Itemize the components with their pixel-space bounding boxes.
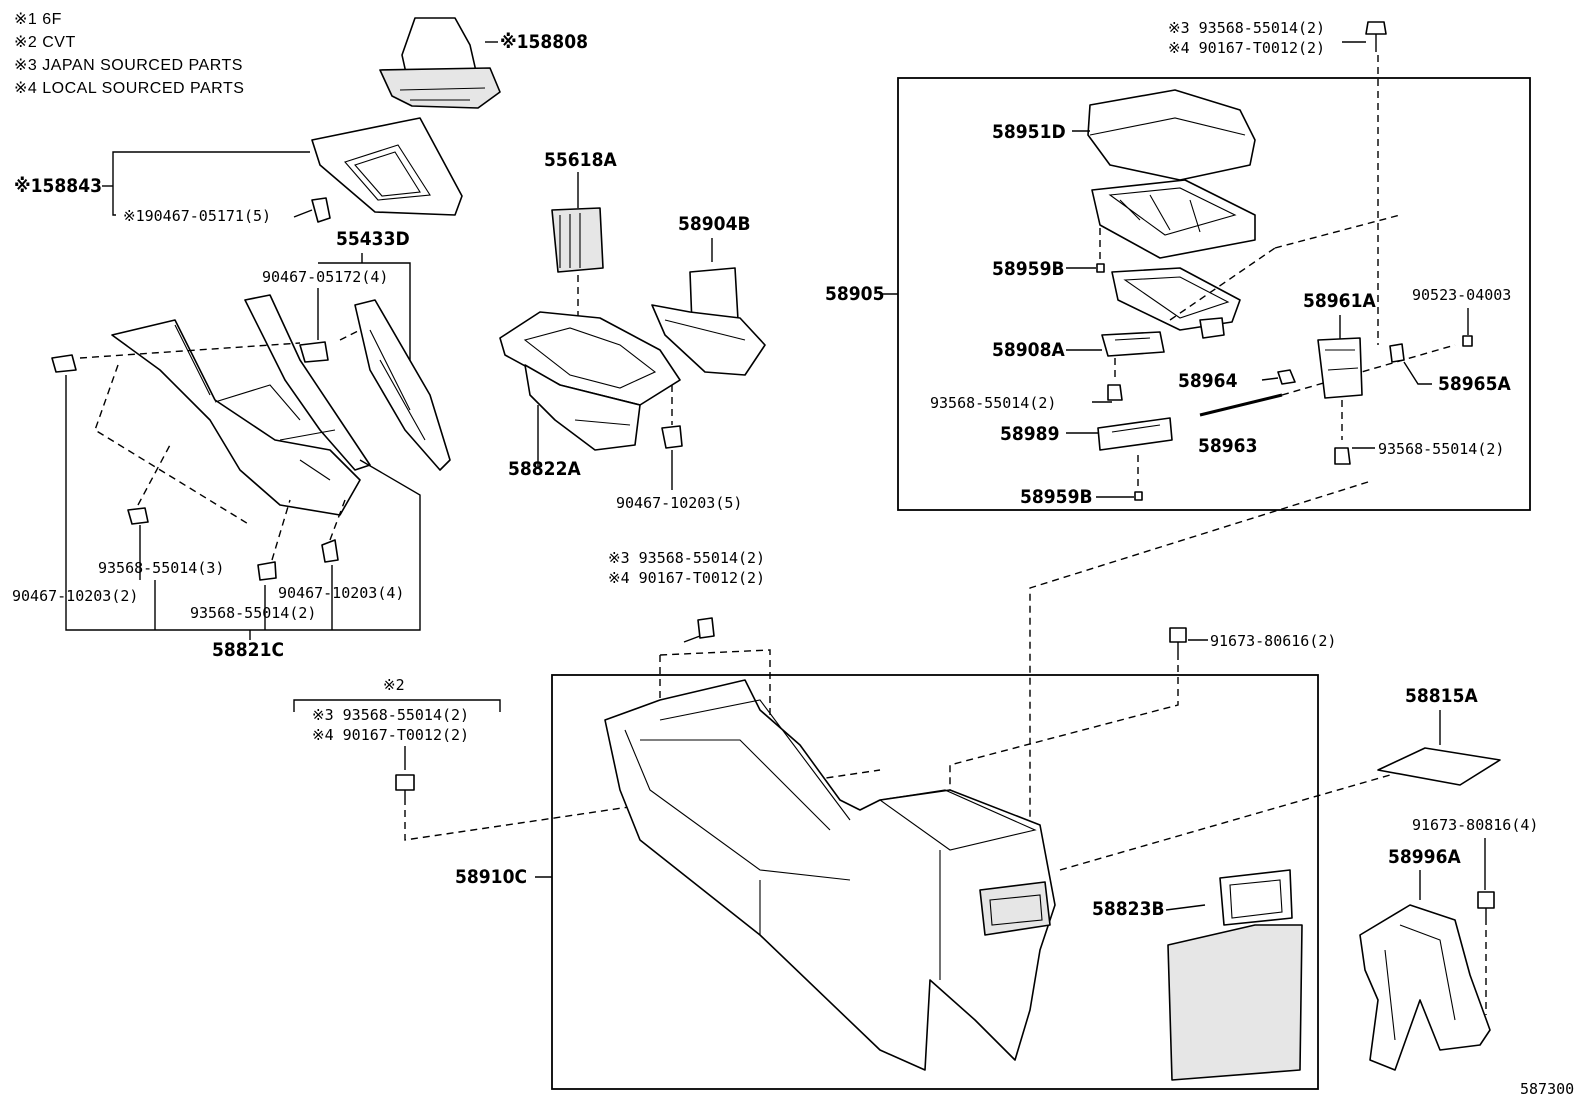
label-58963: 58963 bbox=[1198, 435, 1257, 457]
shift-panel-part bbox=[311, 117, 463, 223]
label-58843: ※158843 bbox=[14, 175, 102, 197]
bezel-part bbox=[651, 267, 766, 376]
tray-part bbox=[1111, 267, 1241, 339]
note-3: ※3 JAPAN SOURCED PARTS bbox=[14, 57, 243, 74]
label-93568-55014-3: 93568-55014(3) bbox=[98, 559, 224, 577]
console-box bbox=[551, 674, 1319, 1090]
label-58910C: 58910C bbox=[455, 866, 527, 888]
note-4: ※4 LOCAL SOURCED PARTS bbox=[14, 80, 244, 97]
label-58822A: 58822A bbox=[508, 458, 581, 480]
label-58989: 58989 bbox=[1000, 423, 1059, 445]
label-93568-55014-2-left: 93568-55014(2) bbox=[190, 604, 316, 622]
lock-part bbox=[1101, 331, 1165, 357]
armrest-base-part bbox=[1091, 179, 1256, 259]
notes-block: ※1 6F ※2 CVT ※3 JAPAN SOURCED PARTS ※4 L… bbox=[14, 11, 244, 97]
label-90467-05171: ※190467-05171(5) bbox=[123, 207, 271, 225]
label-top-local: ※4 90167-T0012(2) bbox=[1168, 39, 1325, 57]
label-58815A: 58815A bbox=[1405, 685, 1478, 707]
label-55433D: 55433D bbox=[336, 228, 410, 250]
bracket-part bbox=[1317, 337, 1363, 399]
label-58965A: 58965A bbox=[1438, 373, 1511, 395]
label-90467-05172: 90467-05172(4) bbox=[262, 268, 388, 286]
console-trim-part bbox=[51, 294, 451, 581]
note-2: ※2 CVT bbox=[14, 34, 76, 51]
label-90467-10203-4: 90467-10203(4) bbox=[278, 584, 404, 602]
label-55618A: 55618A bbox=[544, 149, 617, 171]
label-58961A: 58961A bbox=[1303, 290, 1376, 312]
label-93568-55014-right: 93568-55014(2) bbox=[1378, 440, 1504, 458]
label-mid-local: ※4 90167-T0012(2) bbox=[608, 569, 765, 587]
label-58959B-2: 58959B bbox=[1020, 486, 1093, 508]
divider-part bbox=[551, 207, 604, 273]
stay-bracket-part bbox=[1359, 904, 1491, 1071]
label-90467-10203-5: 90467-10203(5) bbox=[616, 494, 742, 512]
label-cvt-local: ※4 90167-T0012(2) bbox=[312, 726, 469, 744]
cup-holder-part bbox=[499, 311, 681, 451]
label-cvt-japan: ※3 93568-55014(2) bbox=[312, 706, 469, 724]
label-90467-10203-2: 90467-10203(2) bbox=[12, 587, 138, 605]
console-body-part bbox=[604, 679, 1056, 1071]
note-1: ※1 6F bbox=[14, 11, 62, 28]
label-58821C: 58821C bbox=[212, 639, 284, 661]
rear-panel-part bbox=[1167, 869, 1303, 1081]
shift-boot-part bbox=[379, 17, 501, 109]
label-91673-80616: 91673-80616(2) bbox=[1210, 632, 1336, 650]
label-58904B: 58904B bbox=[678, 213, 751, 235]
label-mid-japan: ※3 93568-55014(2) bbox=[608, 549, 765, 567]
label-58964: 58964 bbox=[1178, 370, 1238, 392]
label-cvt: ※2 bbox=[383, 676, 405, 694]
label-58823B: 58823B bbox=[1092, 898, 1165, 920]
label-91673-80816: 91673-80816(4) bbox=[1412, 816, 1538, 834]
mat-part bbox=[1377, 747, 1501, 786]
label-58951D: 58951D bbox=[992, 121, 1066, 143]
label-top-japan: ※3 93568-55014(2) bbox=[1168, 19, 1325, 37]
label-93568-55014-box: 93568-55014(2) bbox=[930, 394, 1056, 412]
label-58905: 58905 bbox=[825, 283, 884, 305]
label-58908A: 58908A bbox=[992, 339, 1065, 361]
label-58996A: 58996A bbox=[1388, 846, 1461, 868]
reference-number: 587300 bbox=[1520, 1080, 1574, 1098]
label-58959B-1: 58959B bbox=[992, 258, 1065, 280]
hinge-part bbox=[1097, 417, 1173, 451]
label-58808: ※158808 bbox=[500, 31, 588, 53]
armrest-lid-part bbox=[1087, 89, 1256, 181]
label-90523-04003: 90523-04003 bbox=[1412, 286, 1511, 304]
